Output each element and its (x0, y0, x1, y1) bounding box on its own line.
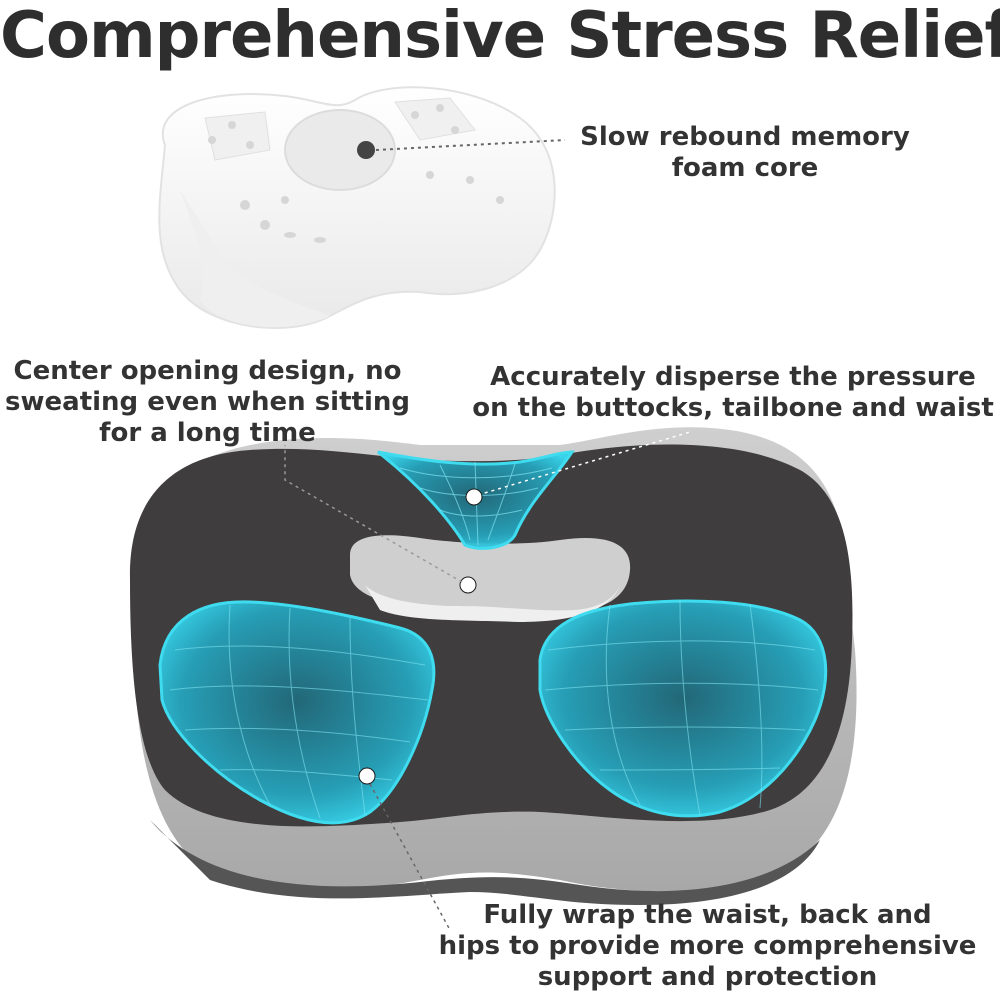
callout-memory-foam-core: Slow rebound memory foam core (545, 122, 945, 184)
foam-core-hole (284, 109, 396, 191)
foam-core-shadow (180, 190, 330, 328)
cushion (129, 427, 857, 931)
callout-line: foam core (671, 153, 819, 183)
right-pressure-zone (538, 599, 828, 818)
callout-line: Center opening design, no (13, 356, 402, 386)
tailbone-marker-dot (465, 488, 483, 506)
memory-foam-core (158, 86, 566, 330)
callout-line: Fully wrap the waist, back and (483, 900, 932, 930)
foam-core-vents (208, 104, 504, 243)
callout-line: on the buttocks, tailbone and waist (472, 393, 994, 423)
left-pressure-zone (158, 600, 436, 825)
callout-line: Accurately disperse the pressure (490, 362, 976, 392)
callout-line: support and protection (537, 962, 878, 992)
callout-pressure-dispersion: Accurately disperse the pressure on the … (466, 362, 1000, 424)
center-opening-floor (365, 585, 620, 622)
callout-line: for a long time (99, 418, 316, 448)
callout-line: hips to provide more comprehensive (438, 931, 977, 961)
callout-line: sweating even when sitting (5, 387, 410, 417)
core-marker-dot (357, 141, 375, 159)
center-opening (350, 535, 631, 612)
foam-core-pad-left (204, 111, 271, 161)
callout-line: Slow rebound memory (580, 122, 910, 152)
page-title: Comprehensive Stress Relief (0, 0, 1000, 73)
pressure-leader-line (477, 431, 691, 496)
opening-leader-line (284, 445, 463, 583)
opening-marker-dot (459, 576, 477, 594)
callout-full-wrap: Fully wrap the waist, back and hips to p… (420, 900, 995, 993)
cushion-base (150, 820, 820, 905)
callout-center-opening: Center opening design, no sweating even … (0, 356, 415, 449)
wrap-marker-dot (358, 767, 376, 785)
